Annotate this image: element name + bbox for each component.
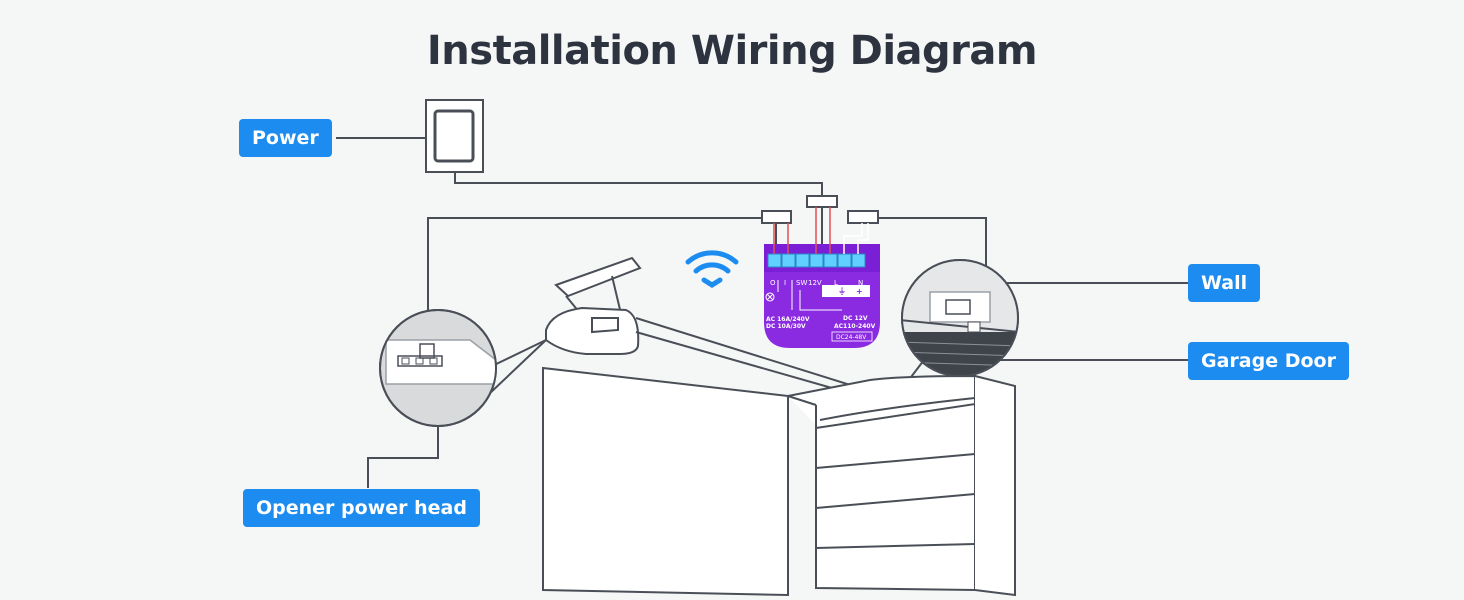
terminal-label-12v: 12V	[808, 279, 822, 287]
power-switch-icon	[425, 99, 484, 173]
terminal-label-l: L	[834, 279, 838, 287]
terminal-label-n: N	[858, 279, 863, 287]
opener-head-icon	[545, 256, 642, 355]
label-garage-door: Garage Door	[1188, 342, 1349, 380]
label-wall: Wall	[1188, 264, 1261, 302]
label-opener-power-head: Opener power head	[243, 489, 480, 527]
terminal-label-i: I	[784, 279, 786, 287]
wall-zoom-circle	[901, 259, 1019, 377]
page-title: Installation Wiring Diagram	[426, 28, 1038, 74]
plus-label: +	[856, 287, 863, 296]
relay-module: O I SW 12V L N ⏚ + AC 16A/240V DC 10A/30…	[764, 207, 880, 348]
rating-left-2: DC 10A/30V	[766, 323, 806, 330]
connector-boxes	[761, 195, 879, 224]
dc-range-label: DC24-48V	[836, 334, 867, 341]
ac-label: AC110-240V	[834, 323, 876, 330]
terminal-screws	[767, 253, 866, 268]
ground-label: ⏚	[838, 287, 846, 296]
rating-left-1: AC 16A/240V	[766, 316, 810, 323]
garage-door	[542, 366, 1016, 597]
opener-zoom-circle	[379, 309, 497, 427]
terminal-label-o: O	[770, 279, 776, 287]
label-power: Power	[239, 119, 332, 157]
dc-label: DC 12V	[843, 315, 868, 322]
wifi-icon	[685, 250, 739, 288]
module-wires	[773, 207, 831, 254]
terminal-label-sw: SW	[796, 279, 807, 287]
lamp-icon	[765, 292, 775, 302]
